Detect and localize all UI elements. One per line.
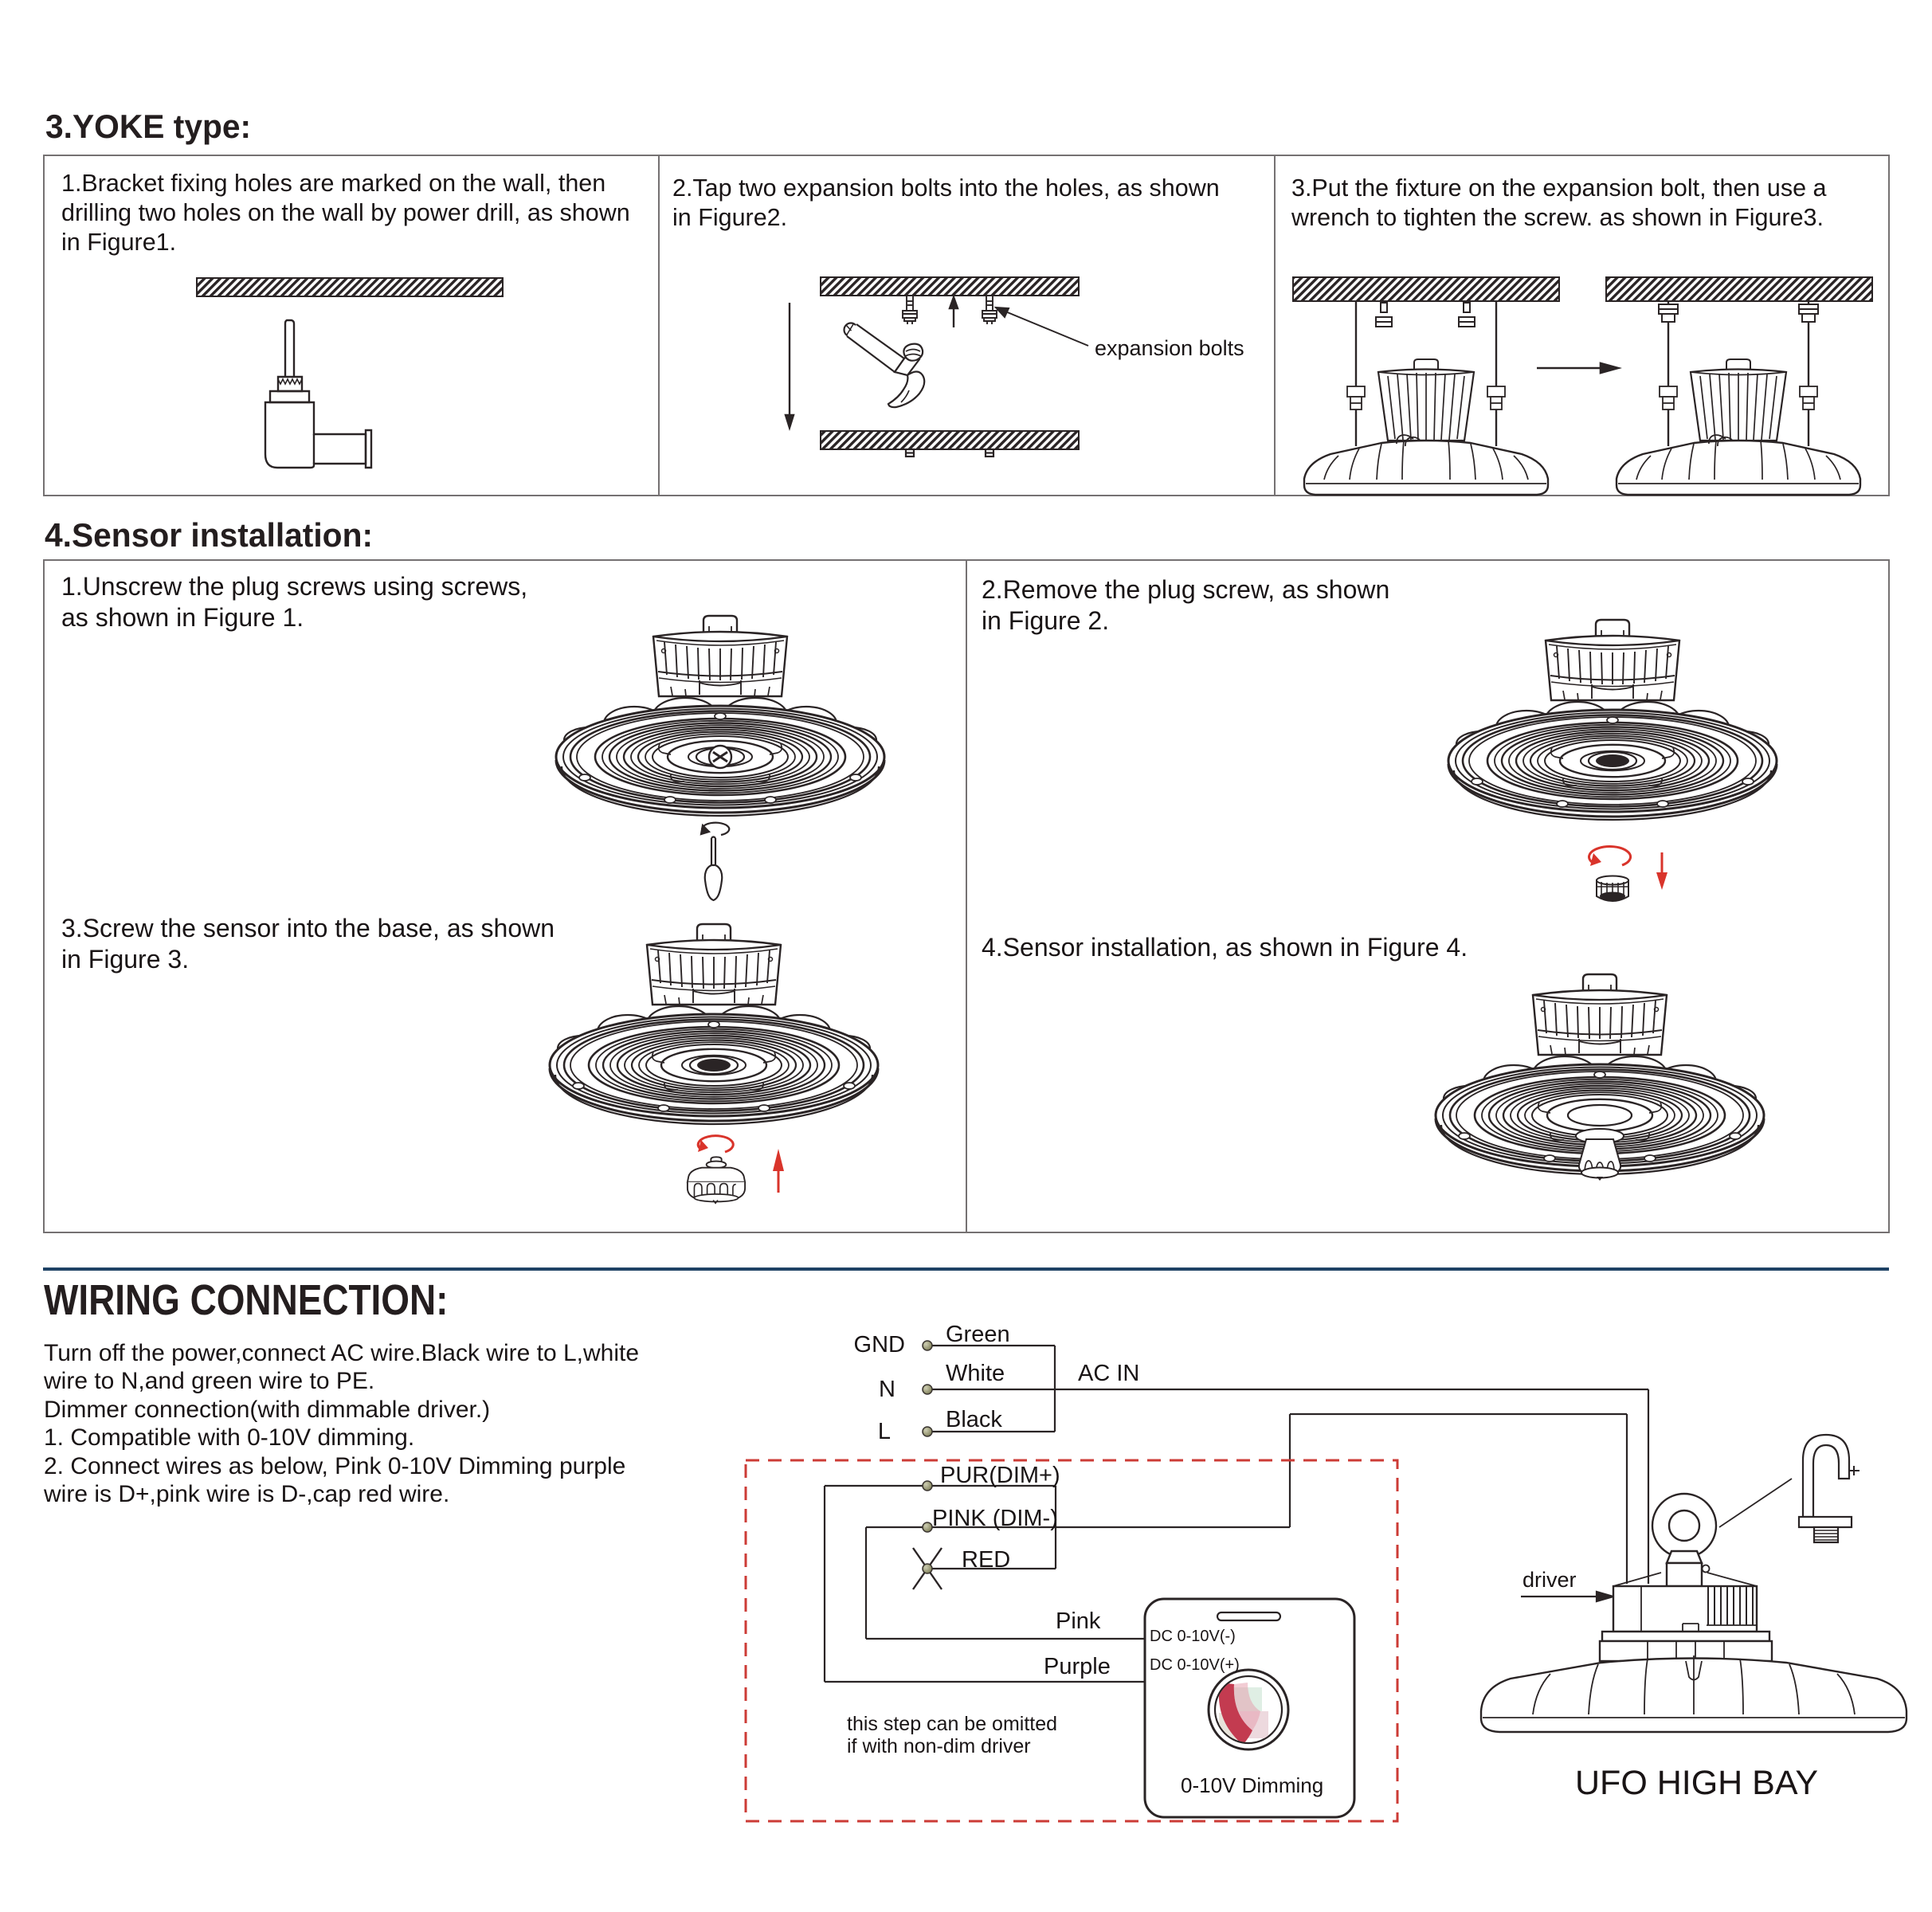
svg-text:Purple: Purple xyxy=(1044,1654,1111,1679)
svg-text:RED: RED xyxy=(962,1547,1010,1573)
svg-text:White: White xyxy=(946,1361,1005,1386)
svg-text:this step can be omitted: this step can be omitted xyxy=(847,1713,1057,1735)
svg-text:L: L xyxy=(878,1419,891,1444)
svg-text:expansion bolts: expansion bolts xyxy=(1095,336,1244,360)
svg-text:Pink: Pink xyxy=(1056,1608,1101,1634)
svg-text:driver: driver xyxy=(1522,1568,1577,1592)
svg-text:Black: Black xyxy=(946,1407,1002,1432)
svg-text:0-10V Dimming: 0-10V Dimming xyxy=(1181,1773,1323,1797)
svg-text:N: N xyxy=(879,1377,895,1402)
svg-text:GND: GND xyxy=(854,1332,905,1358)
svg-text:if with non-dim driver: if with non-dim driver xyxy=(847,1735,1031,1757)
svg-text:PINK (DIM-): PINK (DIM-) xyxy=(932,1506,1058,1531)
svg-text:PUR(DIM+): PUR(DIM+) xyxy=(940,1463,1060,1488)
svg-text:Green: Green xyxy=(946,1322,1010,1347)
svg-text:UFO HIGH BAY: UFO HIGH BAY xyxy=(1575,1764,1818,1802)
svg-text:DC 0-10V(+): DC 0-10V(+) xyxy=(1150,1656,1240,1674)
svg-text:AC IN: AC IN xyxy=(1078,1361,1139,1386)
svg-text:DC 0-10V(-): DC 0-10V(-) xyxy=(1150,1628,1236,1645)
